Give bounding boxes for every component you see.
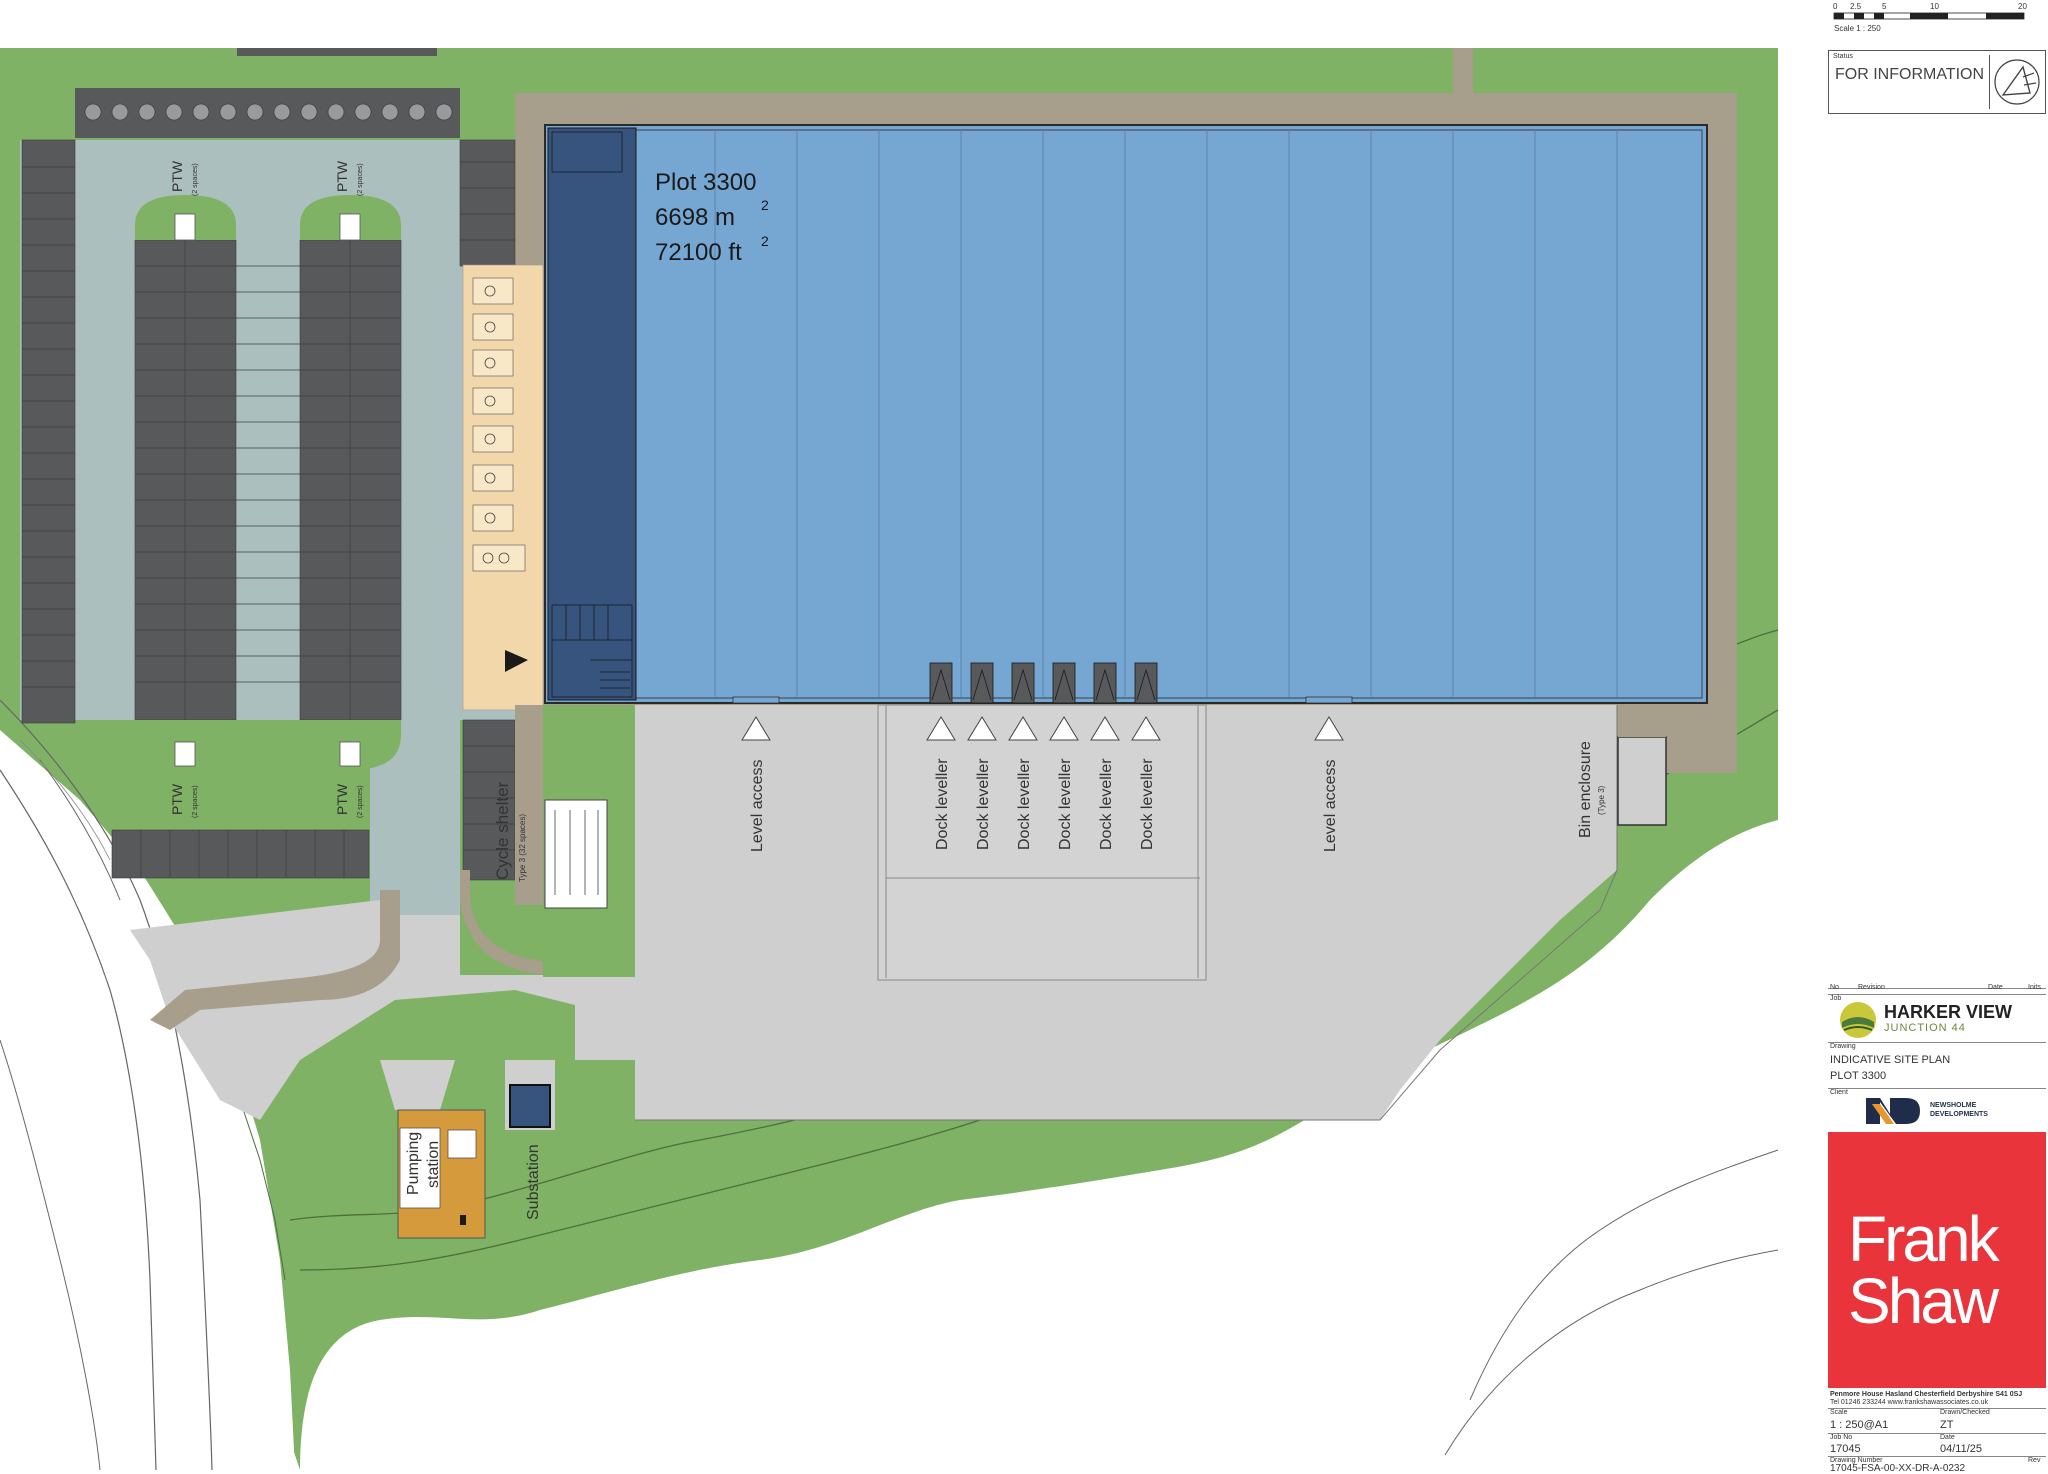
office-core xyxy=(547,127,637,701)
bin-enclosure-label: Bin enclosure xyxy=(1577,741,1594,838)
scale-value: 1 : 250@A1 xyxy=(1830,1419,1889,1431)
ptw-label: PTW xyxy=(169,783,185,815)
dock-leveller-label: Dock leveller xyxy=(1057,758,1074,850)
client-name-2: DEVELOPMENTS xyxy=(1930,1111,1988,1118)
jobno-value: 17045 xyxy=(1830,1443,1861,1455)
scale-caption: Scale 1 : 250 xyxy=(1834,24,1881,33)
ptw-label: PTW xyxy=(169,160,185,192)
status-box: Status FOR INFORMATION xyxy=(1828,50,2046,114)
architect-address: Penmore House Hasland Chesterfield Derby… xyxy=(1830,1391,2023,1398)
warehouse-building xyxy=(544,124,1708,704)
ptw-label: PTW xyxy=(334,783,350,815)
client-name-1: NEWSHOLME xyxy=(1930,1102,1977,1109)
level-access-label: Level access xyxy=(749,760,766,853)
triangle-logo-icon xyxy=(1989,55,2042,109)
scale-tick: 20 xyxy=(2018,2,2027,11)
clearing xyxy=(300,820,1778,1470)
rev-date-header: Date xyxy=(1988,984,2003,991)
ptw-spaces-label: (2 spaces) xyxy=(357,163,364,196)
ptw-spaces-label: (2 spaces) xyxy=(357,785,364,818)
date-label: Date xyxy=(1940,1434,1955,1441)
date-value: 04/11/25 xyxy=(1940,1443,1983,1455)
plot-area-m2: 6698 m xyxy=(655,204,735,231)
pumping-station-label-2: station xyxy=(425,1141,442,1188)
dock-leveller-label: Dock leveller xyxy=(975,758,992,850)
rev-revision-header: Revision xyxy=(1858,984,1885,991)
drawn-label: Drawn/Checked xyxy=(1940,1409,1990,1416)
drawn-value: ZT xyxy=(1940,1419,1954,1431)
rev-no-header: No xyxy=(1830,984,1839,991)
bin-type-label: (Type 3) xyxy=(1597,785,1606,815)
client-label: Client xyxy=(1830,1089,1848,1096)
substation xyxy=(509,1084,551,1128)
harker-view-icon xyxy=(1840,1002,1876,1038)
job-sub: JUNCTION 44 xyxy=(1884,1022,1966,1034)
dock-leveller-label: Dock leveller xyxy=(1016,758,1033,850)
job-name: HARKER VIEW xyxy=(1884,1002,2013,1022)
plot-name: Plot 3300 xyxy=(655,169,756,196)
dock-leveller-label: Dock leveller xyxy=(934,758,951,850)
pumping-station-label-1: Pumping xyxy=(405,1132,422,1195)
title-block: Status FOR INFORMATION No Revision Date … xyxy=(1828,0,2048,1474)
scale-tick: 10 xyxy=(1930,2,1939,11)
dock-approach xyxy=(877,704,1207,981)
drawing-label: Drawing xyxy=(1830,1043,1856,1050)
ptw-spaces-label: (2 spaces) xyxy=(192,163,199,196)
status-label: Status xyxy=(1833,53,1853,60)
cycle-shelter-type: Type 3 (32 spaces) xyxy=(518,814,527,882)
plot-area-m2-sup: 2 xyxy=(761,197,769,213)
cycle-shelter-label: Cycle shelter xyxy=(493,781,512,880)
newsholme-logo-icon xyxy=(1866,1098,1920,1124)
job-label: Job xyxy=(1830,995,1842,1002)
dock-leveller-label: Dock leveller xyxy=(1139,758,1156,850)
drawing-title-2: PLOT 3300 xyxy=(1830,1070,1887,1082)
scale-tick: 5 xyxy=(1882,2,1887,11)
scale-tick: 0 xyxy=(1833,2,1838,11)
dwgno-label: Drawing Number xyxy=(1830,1457,1883,1464)
architect-name-1: Frank xyxy=(1848,1203,2000,1275)
road-curve xyxy=(0,730,295,1470)
frank-shaw-logo: Frank Shaw xyxy=(1828,1132,2046,1388)
tree-row xyxy=(75,88,460,138)
parking-bays xyxy=(21,139,516,881)
ptw-label: PTW xyxy=(334,160,350,192)
scale-bar: 0 2.5 5 10 20 Scale 1 : 250 xyxy=(1833,2,2027,33)
bin-enclosure xyxy=(1617,736,1667,826)
plot-area-ft2-sup: 2 xyxy=(761,233,769,249)
architect-contact: Tel 01246 233244 www.frankshawassociates… xyxy=(1830,1399,1988,1406)
rev-inits-header: Inits xyxy=(2028,984,2041,991)
scale-tick: 2.5 xyxy=(1850,2,1862,11)
dwgno-value: 17045-FSA-00-XX-DR-A-0232 xyxy=(1830,1463,1966,1474)
substation-label: Substation xyxy=(525,1144,542,1220)
status-value: FOR INFORMATION xyxy=(1835,66,1985,83)
scale-label: Scale xyxy=(1830,1409,1848,1416)
dock-leveller-label: Dock leveller xyxy=(1098,758,1115,850)
plot-area-ft2: 72100 ft xyxy=(655,239,742,266)
ptw-spaces-label: (2 spaces) xyxy=(192,785,199,818)
level-access-label: Level access xyxy=(1322,760,1339,853)
architect-name-2: Shaw xyxy=(1848,1265,1999,1337)
jobno-label: Job No xyxy=(1830,1434,1853,1441)
rev-label: Rev xyxy=(2028,1457,2041,1464)
drawing-title-1: INDICATIVE SITE PLAN xyxy=(1830,1054,1951,1066)
